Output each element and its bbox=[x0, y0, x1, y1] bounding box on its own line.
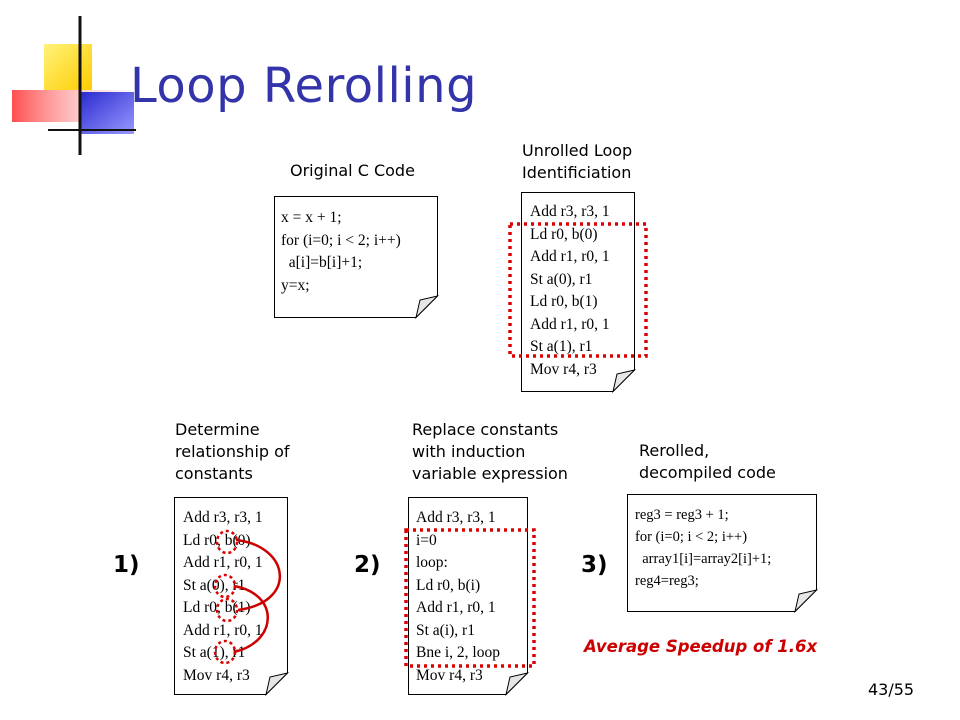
curl-note-icon bbox=[612, 369, 637, 394]
curl-note-icon bbox=[265, 672, 290, 697]
slide-logo-icon bbox=[12, 16, 136, 155]
step2-code-note bbox=[408, 497, 530, 697]
caption-line: Determine bbox=[175, 420, 260, 439]
code-line: Mov r4, r3 bbox=[530, 360, 597, 378]
caption-line: Original C Code bbox=[290, 161, 415, 180]
dotted-highlight bbox=[215, 529, 239, 555]
code-line: for (i=0; i < 2; i++) bbox=[281, 231, 401, 249]
code-line: Mov r4, r3 bbox=[183, 666, 250, 684]
caption-line: Unrolled Loop bbox=[522, 141, 633, 160]
dotted-highlight bbox=[213, 573, 237, 599]
speedup-note: Average Speedup of 1.6x bbox=[584, 637, 818, 656]
step3-caption: Rerolled, decompiled code bbox=[639, 440, 776, 484]
code-line: St a(0), r1 bbox=[183, 576, 246, 594]
link-arc bbox=[235, 538, 281, 612]
code-line: Add r3, r3, 1 bbox=[530, 203, 610, 220]
code-line: loop: bbox=[416, 554, 448, 571]
link-arc bbox=[233, 584, 269, 654]
code-line: Mov r4, r3 bbox=[416, 666, 483, 684]
original-code-block: x = x + 1; for (i=0; i < 2; i++) a[i]=b[… bbox=[281, 207, 401, 297]
code-line: Bne i, 2, loop bbox=[416, 644, 500, 661]
dotted-highlight bbox=[215, 597, 239, 623]
code-line: Add r1, r0, 1 bbox=[183, 554, 263, 571]
unrolled-caption: Unrolled Loop Identificiation bbox=[522, 140, 632, 184]
step3-code-note bbox=[627, 494, 819, 614]
caption-line: decompiled code bbox=[639, 463, 776, 482]
caption-line: relationship of bbox=[175, 442, 290, 461]
step1-number: 1) bbox=[113, 552, 140, 578]
code-line: Ld r0, b(i) bbox=[416, 576, 481, 594]
code-line: Add r1, r0, 1 bbox=[530, 248, 610, 265]
unrolled-code-block: Add r3, r3, 1 Ld r0, b(0) Add r1, r0, 1 … bbox=[530, 201, 610, 381]
code-line: Ld r0, b(1) bbox=[530, 293, 598, 310]
caption-line: variable expression bbox=[412, 464, 568, 483]
caption-line: Identificiation bbox=[522, 163, 632, 182]
caption-line: Rerolled, bbox=[639, 441, 710, 460]
slide-title: Loop Rerolling bbox=[130, 58, 478, 114]
original-code-caption: Original C Code bbox=[290, 160, 415, 182]
curl-note-icon bbox=[505, 672, 530, 697]
step1-relationship-marks bbox=[213, 529, 281, 665]
caption-line: constants bbox=[175, 464, 253, 483]
code-line: i=0 bbox=[416, 531, 437, 549]
step2-caption: Replace constants with induction variabl… bbox=[412, 419, 568, 485]
code-line: reg3 = reg3 + 1; bbox=[635, 507, 729, 523]
dotted-highlight bbox=[404, 528, 536, 668]
code-line: a[i]=b[i]+1; bbox=[281, 254, 363, 271]
step2-code-block: Add r3, r3, 1 i=0 loop: Ld r0, b(i) Add … bbox=[416, 507, 500, 687]
code-line: Add r1, r0, 1 bbox=[416, 599, 496, 616]
code-line: y=x; bbox=[281, 276, 310, 294]
step3-code-block: reg3 = reg3 + 1; for (i=0; i < 2; i++) a… bbox=[635, 504, 771, 592]
code-line: x = x + 1; bbox=[281, 209, 342, 226]
code-line: Add r3, r3, 1 bbox=[416, 509, 496, 526]
caption-line: with induction bbox=[412, 442, 526, 461]
code-line: St a(i), r1 bbox=[416, 621, 475, 639]
code-line: Add r1, r0, 1 bbox=[183, 621, 263, 639]
code-line: St a(0), r1 bbox=[530, 270, 593, 288]
code-line: Add r1, r0, 1 bbox=[530, 315, 610, 333]
original-code-note bbox=[274, 196, 440, 320]
curl-note-icon bbox=[415, 295, 440, 320]
step3-number: 3) bbox=[581, 552, 608, 578]
code-line: Ld r0, b(0) bbox=[530, 225, 598, 243]
page-number: 43/55 bbox=[868, 680, 915, 699]
unrolled-code-note bbox=[521, 192, 637, 394]
code-line: St a(1), r1 bbox=[530, 338, 593, 355]
curl-note-icon bbox=[794, 589, 819, 614]
code-line: Ld r0, b(1) bbox=[183, 599, 251, 616]
step2-number: 2) bbox=[354, 552, 381, 578]
step1-caption: Determine relationship of constants bbox=[175, 419, 290, 485]
step1-code-block: Add r3, r3, 1 Ld r0, b(0) Add r1, r0, 1 … bbox=[183, 507, 263, 687]
code-line: Add r3, r3, 1 bbox=[183, 509, 263, 526]
caption-line: Replace constants bbox=[412, 420, 559, 439]
dotted-highlight bbox=[213, 639, 237, 665]
code-line: for (i=0; i < 2; i++) bbox=[635, 529, 748, 545]
code-line: reg4=reg3; bbox=[635, 573, 699, 589]
dotted-highlight bbox=[508, 222, 648, 358]
code-line: array1[i]=array2[i]+1; bbox=[635, 551, 772, 567]
